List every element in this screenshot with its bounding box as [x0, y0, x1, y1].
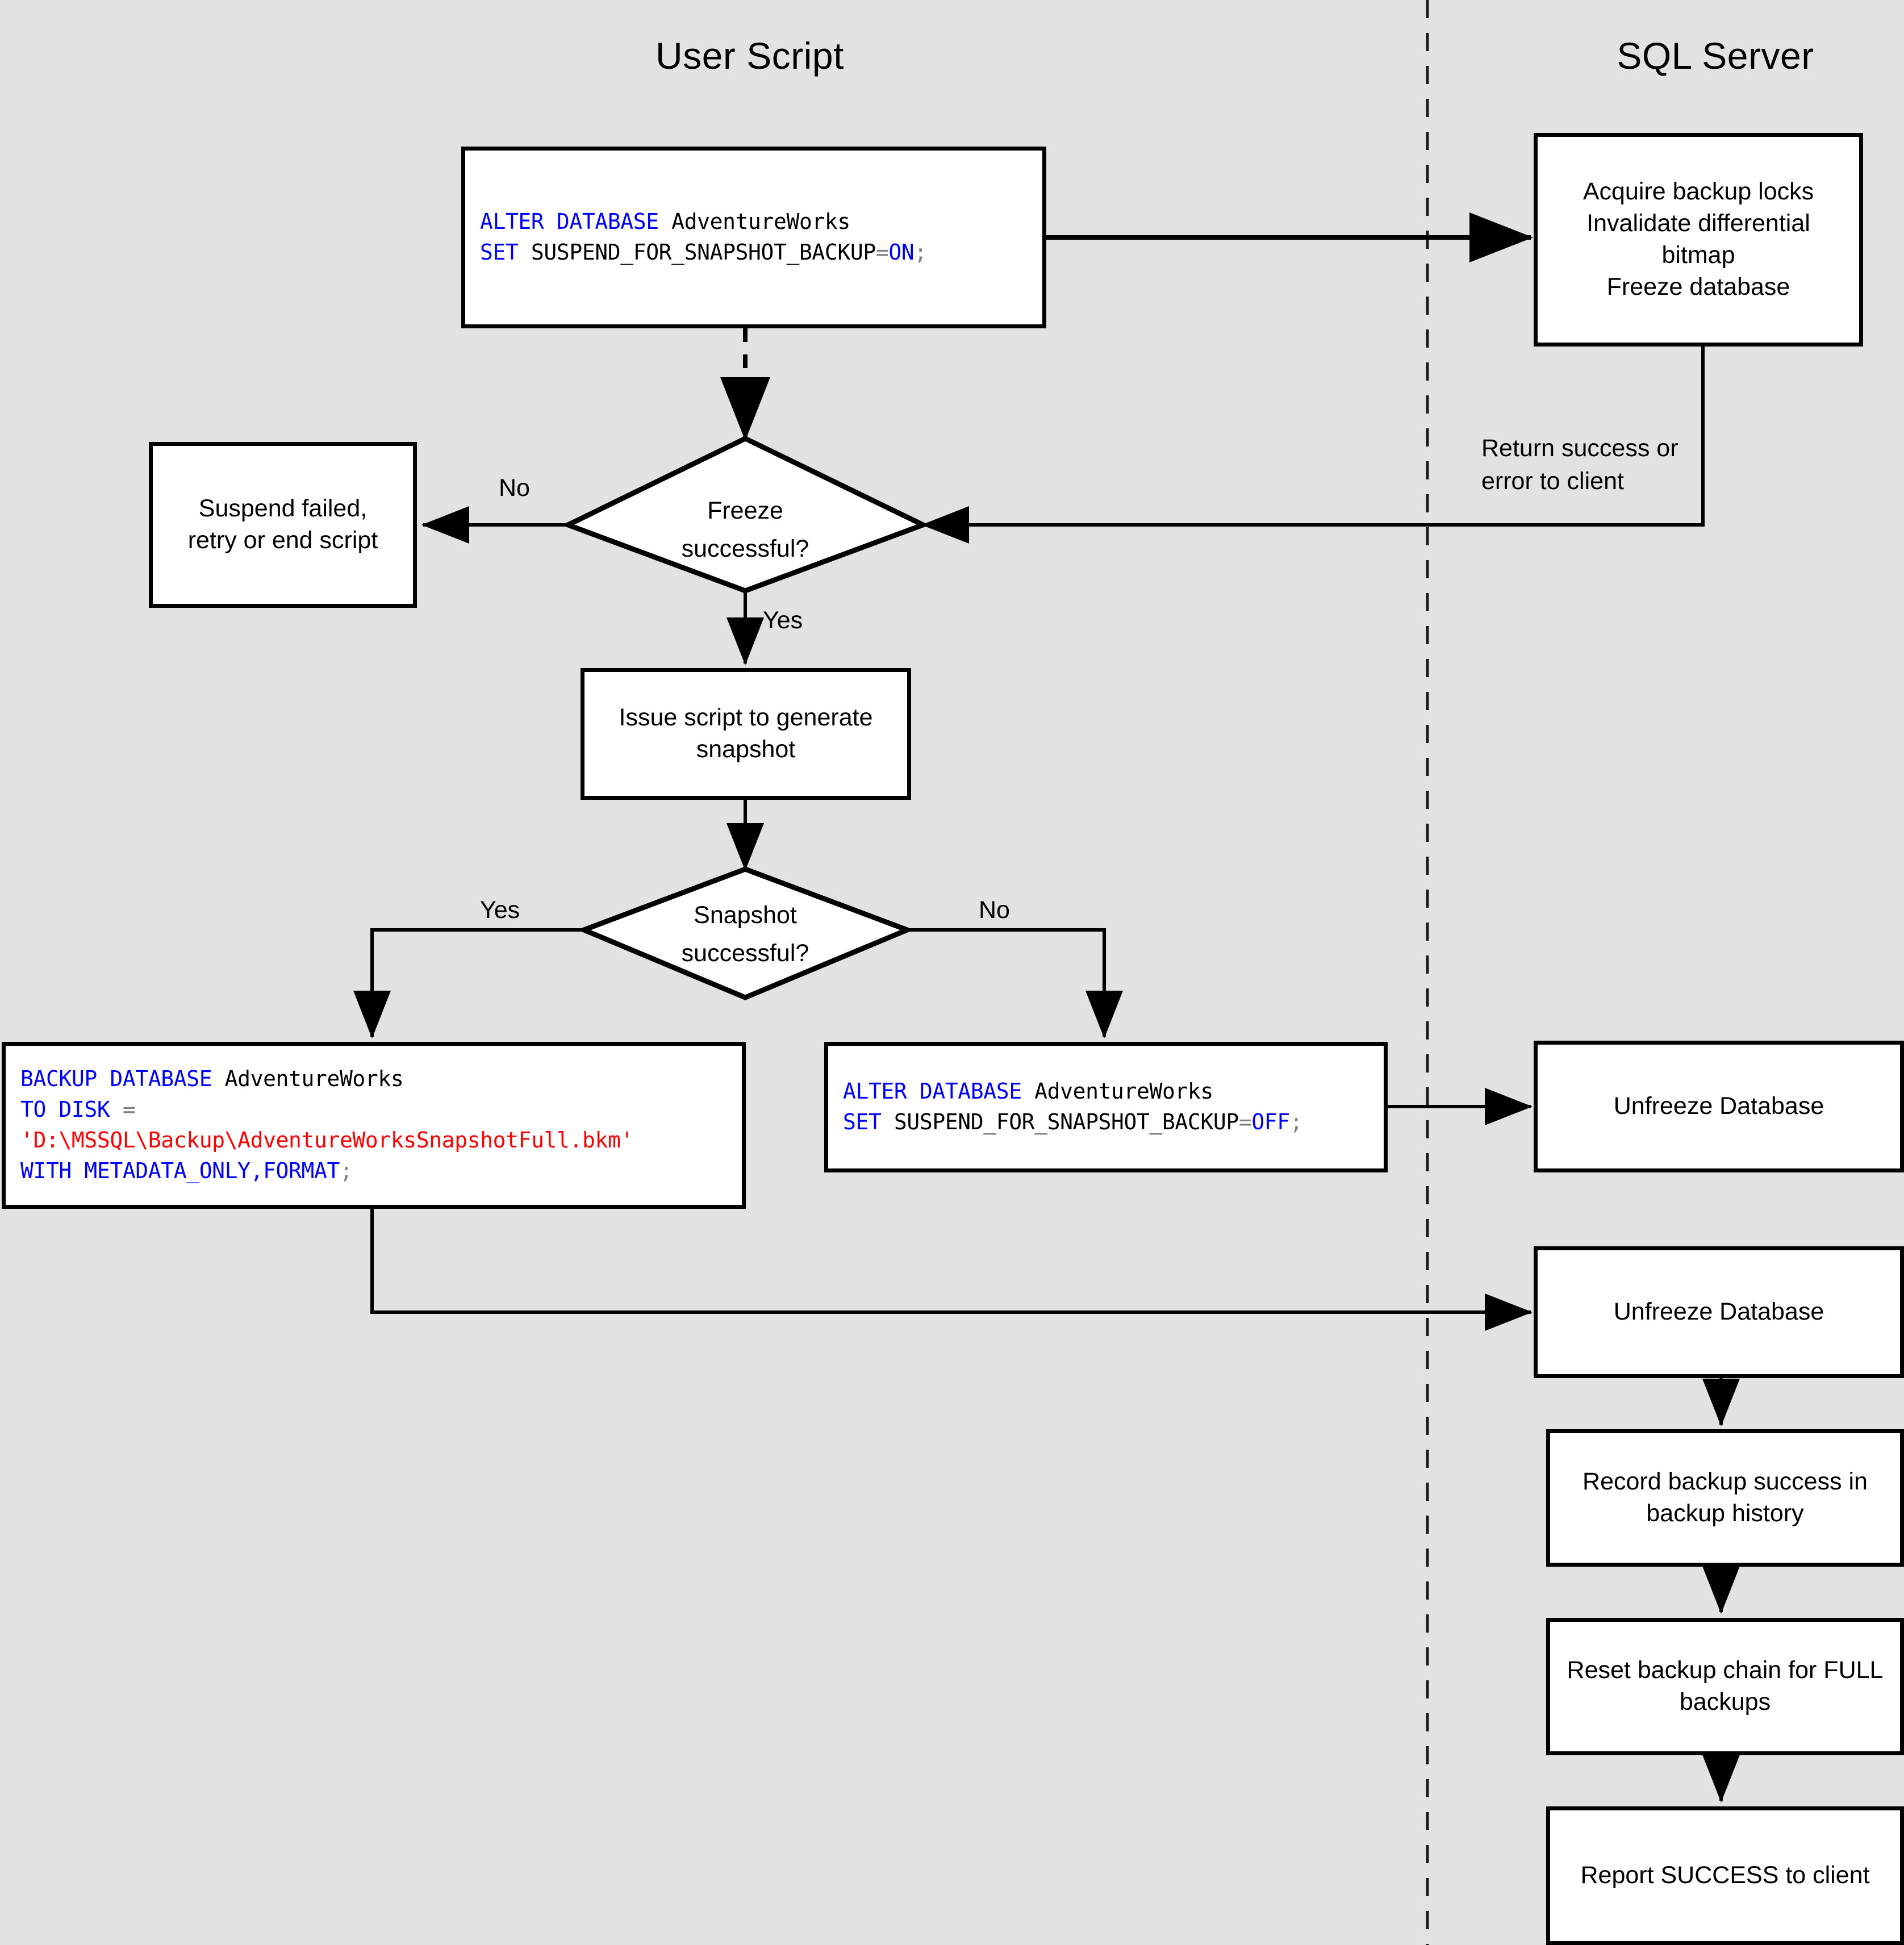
node-unfreeze-database-1: Unfreeze Database [1534, 1041, 1904, 1172]
code-line: ALTER DATABASE AdventureWorks [843, 1079, 1213, 1104]
node-record-backup-success: Record backup success in backup history [1546, 1429, 1904, 1567]
node-text: Record backup success in backup history [1583, 1468, 1868, 1527]
node-acquire-backup-locks: Acquire backup locks Invalidate differen… [1534, 133, 1863, 347]
code-line: ALTER DATABASE AdventureWorks [480, 209, 850, 235]
edge-snapshot-yes [353, 928, 584, 1038]
code-line: SET SUSPEND_FOR_SNAPSHOT_BACKUP=OFF; [843, 1109, 1303, 1134]
edge-label-snapshot-no: No [979, 896, 1010, 924]
snapshot-decision-diamond [577, 866, 915, 1000]
node-suspend-failed: Suspend failed, retry or end script [149, 442, 417, 608]
node-text: Acquire backup locks Invalidate differen… [1583, 178, 1814, 300]
freeze-decision-diamond [561, 435, 930, 594]
node-text: Issue script to generate snapshot [619, 704, 873, 763]
node-text: Report SUCCESS to client [1580, 1861, 1870, 1889]
code-block-backup-database: BACKUP DATABASE AdventureWorks TO DISK =… [2, 1042, 746, 1209]
edge-label-return-to-client: Return success or error to client [1481, 435, 1678, 495]
lane-title-user-script: User Script [655, 35, 844, 77]
node-issue-script-generate-snapshot: Issue script to generate snapshot [581, 668, 911, 800]
code-line: 'D:\MSSQL\Backup\AdventureWorksSnapshotF… [20, 1128, 633, 1153]
edge-backup-to-unfreeze [370, 1209, 1533, 1331]
edge-label-snapshot-yes: Yes [480, 896, 520, 924]
edge-return-to-freeze [921, 347, 1705, 544]
code-line: TO DISK = [20, 1097, 136, 1122]
node-text: Suspend failed, retry or end script [187, 495, 378, 554]
edge-snapshot-no [907, 928, 1123, 1038]
node-text: Reset backup chain for FULL backups [1567, 1656, 1884, 1716]
node-report-success-to-client: Report SUCCESS to client [1546, 1806, 1904, 1945]
node-text: Unfreeze Database [1613, 1298, 1824, 1326]
node-text: Unfreeze Database [1613, 1092, 1824, 1120]
code-line: WITH METADATA_ONLY,FORMAT; [20, 1158, 353, 1183]
edge-label-freeze-yes: Yes [763, 607, 803, 634]
code-block-alter-suspend-on: ALTER DATABASE AdventureWorks SET SUSPEN… [461, 147, 1046, 328]
node-reset-backup-chain: Reset backup chain for FULL backups [1546, 1618, 1904, 1755]
code-block-alter-suspend-off: ALTER DATABASE AdventureWorks SET SUSPEN… [824, 1042, 1388, 1172]
lane-title-sql-server: SQL Server [1617, 35, 1814, 77]
code-line: SET SUSPEND_FOR_SNAPSHOT_BACKUP=ON; [480, 240, 927, 265]
code-line: BACKUP DATABASE AdventureWorks [20, 1066, 404, 1092]
node-unfreeze-database-2: Unfreeze Database [1534, 1246, 1904, 1378]
edge-label-freeze-no: No [499, 474, 530, 502]
